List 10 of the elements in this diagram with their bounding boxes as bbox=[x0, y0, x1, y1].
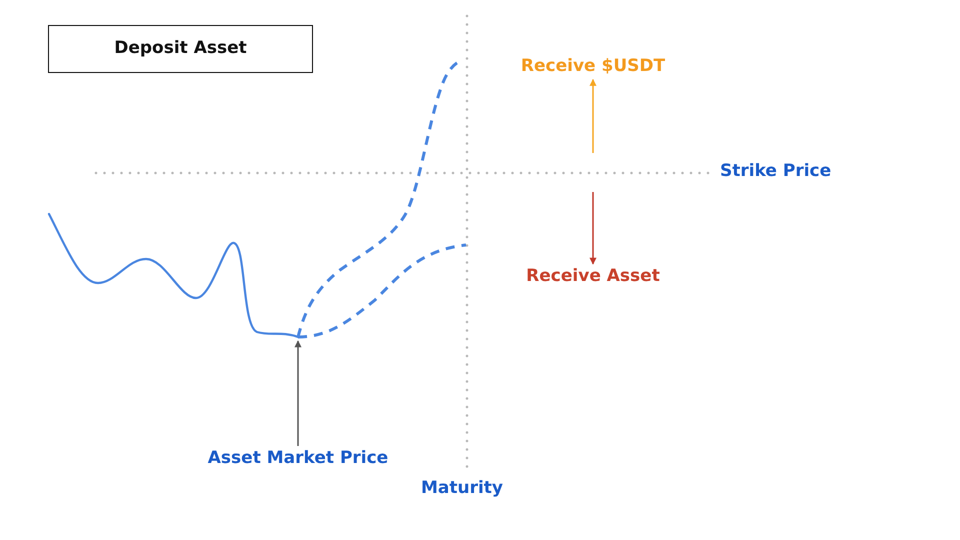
outcome-label: Receive Asset bbox=[526, 267, 660, 287]
arrow bbox=[590, 192, 596, 265]
outcome-label: Receive $USDT bbox=[520, 57, 666, 77]
leader-line bbox=[294, 340, 302, 446]
step-box bbox=[48, 25, 313, 73]
step-title: Deposit Asset bbox=[114, 39, 247, 59]
maturity-label: Maturity bbox=[420, 479, 504, 499]
arrow bbox=[590, 78, 596, 153]
price-label: Asset Market Price bbox=[208, 449, 388, 469]
strike-price-label: Strike Price bbox=[720, 162, 832, 182]
